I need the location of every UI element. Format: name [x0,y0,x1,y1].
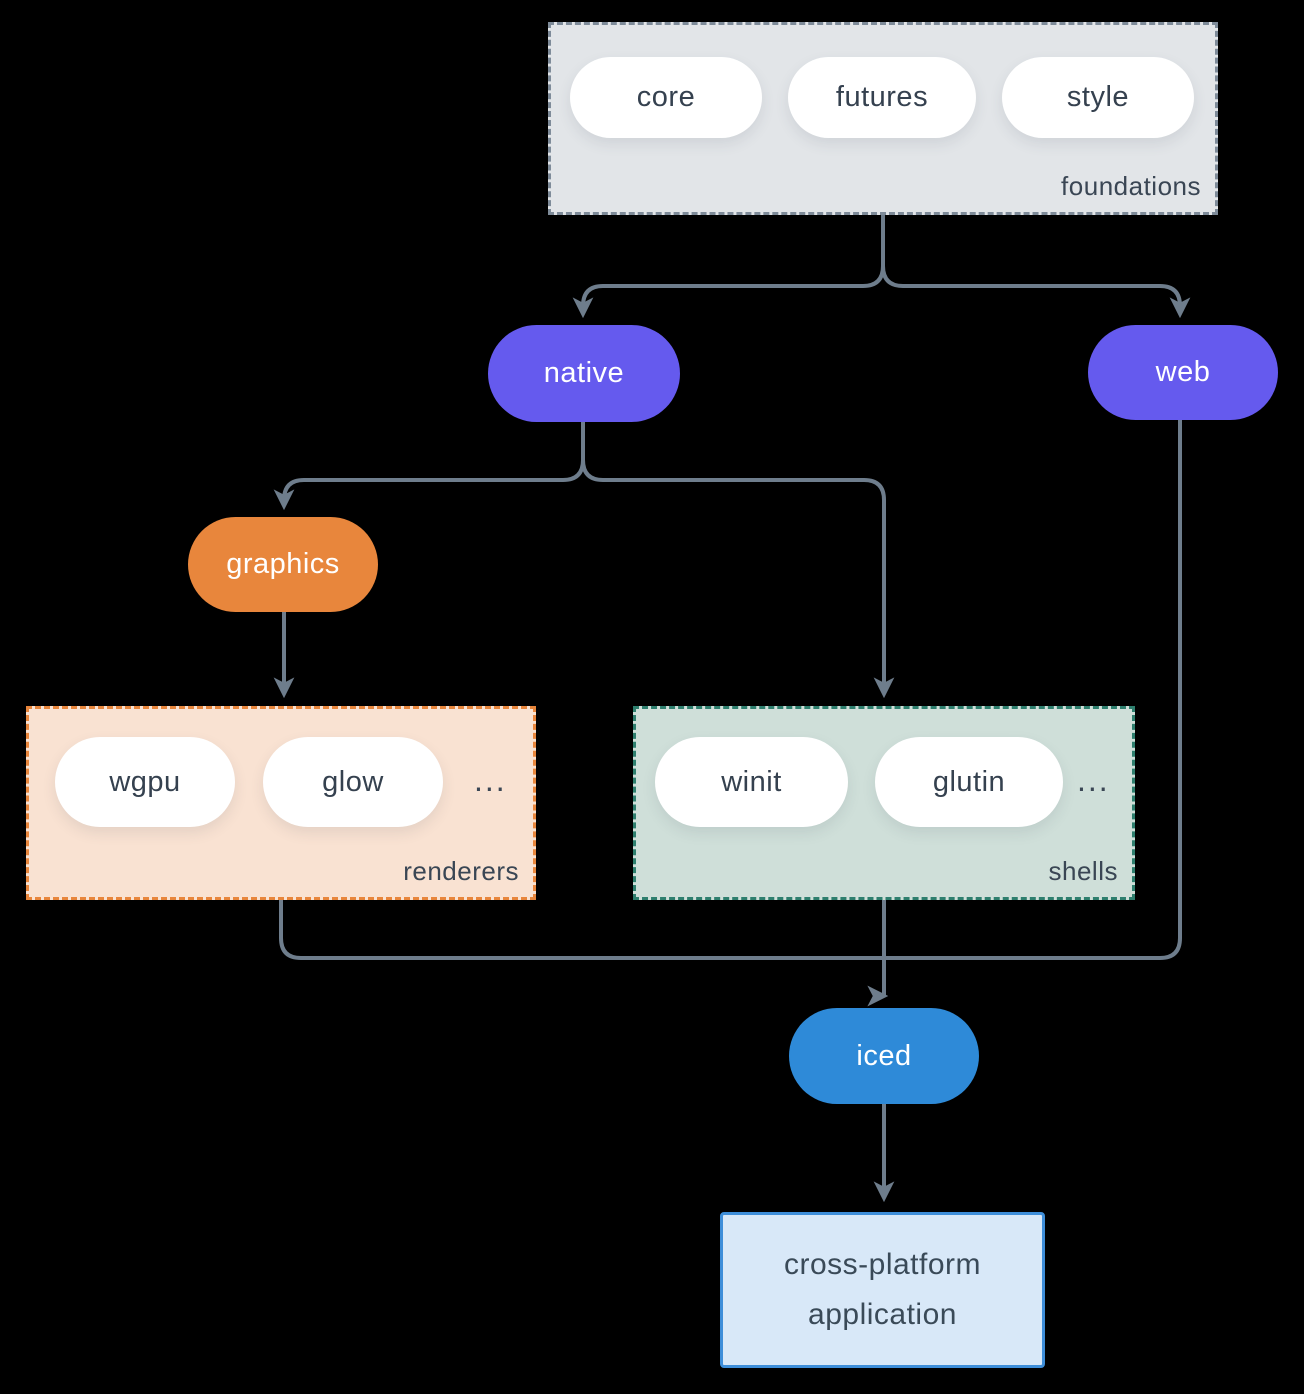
node-winit-label: winit [721,765,782,798]
node-iced-label: iced [856,1039,912,1072]
connector-foundations-native [572,215,885,319]
node-cross-platform-application: cross-platform application [720,1212,1045,1368]
node-glutin-label: glutin [932,765,1006,798]
node-wgpu: wgpu [55,737,235,827]
node-native: native [488,325,680,422]
shells-ellipsis: ... [1077,762,1110,798]
node-glow-label: glow [322,765,384,798]
node-glutin: glutin [875,737,1063,827]
node-futures: futures [788,57,976,138]
node-web: web [1088,325,1278,420]
node-graphics-label: graphics [226,548,340,580]
node-graphics: graphics [188,517,378,612]
node-futures-label: futures [835,81,929,113]
connector-web-merge [884,420,1182,960]
connector-foundations-web [881,215,1191,319]
node-iced: iced [789,1008,979,1104]
node-wgpu-label: wgpu [109,765,181,798]
renderers-ellipsis: ... [474,762,507,798]
group-label-renderers: renderers [403,856,519,886]
node-style: style [1002,57,1194,138]
group-label-shells: shells [1048,856,1118,886]
node-core-label: core [636,81,696,113]
node-winit: winit [655,737,848,827]
connector-native-shells [581,422,895,699]
connector-native-graphics [273,422,585,511]
node-web-label: web [1155,356,1211,388]
app-label-line2: application [808,1298,957,1331]
app-label-line1: cross-platform [783,1248,982,1281]
node-core: core [570,57,762,138]
node-glow: glow [263,737,443,827]
node-style-label: style [1066,81,1130,113]
group-label-foundations: foundations [1061,171,1201,201]
node-native-label: native [543,357,625,389]
connector-renderers-merge [279,900,884,960]
